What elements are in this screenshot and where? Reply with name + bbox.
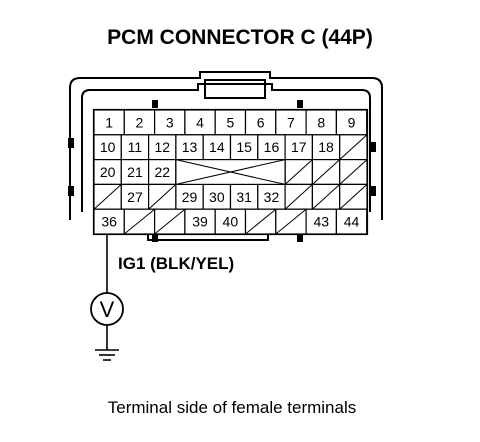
pin-label-12: 12 [154, 139, 170, 155]
pin-label-21: 21 [127, 164, 143, 180]
unused-slot-mark [339, 134, 368, 160]
unused-slot-mark [154, 208, 186, 235]
pin-label-40: 40 [223, 214, 239, 230]
pin-cell-9 [335, 109, 368, 136]
pin-label-7: 7 [287, 114, 295, 130]
unused-slot-mark [284, 184, 313, 210]
pin-label-5: 5 [226, 114, 234, 130]
blank-cavity-cross [175, 159, 286, 185]
pin-label-1: 1 [105, 114, 113, 130]
pin-label-27: 27 [127, 189, 143, 205]
wire-label: IG1 (BLK/YEL) [118, 254, 234, 273]
pin-label-4: 4 [196, 114, 204, 130]
pin-label-10: 10 [100, 139, 116, 155]
pin-label-8: 8 [317, 114, 325, 130]
unused-slot-mark [123, 208, 155, 235]
pin-cell-39 [184, 208, 216, 235]
unused-slot-mark [339, 184, 368, 210]
unused-slot-mark [245, 208, 277, 235]
voltmeter-icon [90, 292, 124, 326]
pin-label-2: 2 [136, 114, 144, 130]
unused-slot-mark [284, 159, 313, 185]
unused-slot-mark [93, 184, 122, 210]
pin-label-39: 39 [192, 214, 208, 230]
pin-cell-36 [93, 208, 125, 235]
pin-label-36: 36 [101, 214, 117, 230]
pin-label-6: 6 [257, 114, 265, 130]
pin-cell-21 [120, 159, 150, 186]
pin-label-15: 15 [236, 139, 252, 155]
pin-label-13: 13 [182, 139, 198, 155]
side-keys [68, 100, 376, 242]
pin-label-9: 9 [348, 114, 356, 130]
pin-label-14: 14 [209, 139, 225, 155]
unused-slot-mark [312, 159, 341, 185]
pin-cell-10 [93, 134, 122, 161]
pin-cell-20 [93, 159, 122, 186]
pin-label-32: 32 [264, 189, 280, 205]
caption: Terminal side of female terminals [108, 398, 356, 417]
pin-cell-44 [335, 208, 368, 235]
pin-label-44: 44 [344, 214, 360, 230]
pin-cell-5 [214, 109, 247, 136]
pin-label-11: 11 [128, 139, 143, 155]
unused-slot-mark [312, 184, 341, 210]
pin-label-17: 17 [291, 139, 307, 155]
probe-wire [95, 234, 119, 361]
pin-label-30: 30 [209, 189, 225, 205]
pin-label-20: 20 [100, 164, 116, 180]
pin-label-31: 31 [236, 189, 252, 205]
pin-cell-11 [120, 134, 150, 161]
pin-label-22: 22 [154, 164, 170, 180]
pin-label-18: 18 [318, 139, 334, 155]
unused-slot-mark [148, 184, 177, 210]
unused-slot-mark [275, 208, 307, 235]
pin-cell-17 [284, 134, 314, 161]
pin-label-43: 43 [313, 214, 329, 230]
pin-label-3: 3 [166, 114, 174, 130]
pin-cell-2 [123, 109, 156, 136]
voltmeter-symbol: V [100, 297, 115, 322]
pin-cell-18 [311, 134, 341, 161]
unused-slot-mark [339, 159, 368, 185]
pin-label-29: 29 [182, 189, 198, 205]
diagram-title: PCM CONNECTOR C (44P) [107, 26, 373, 49]
pin-label-16: 16 [264, 139, 280, 155]
